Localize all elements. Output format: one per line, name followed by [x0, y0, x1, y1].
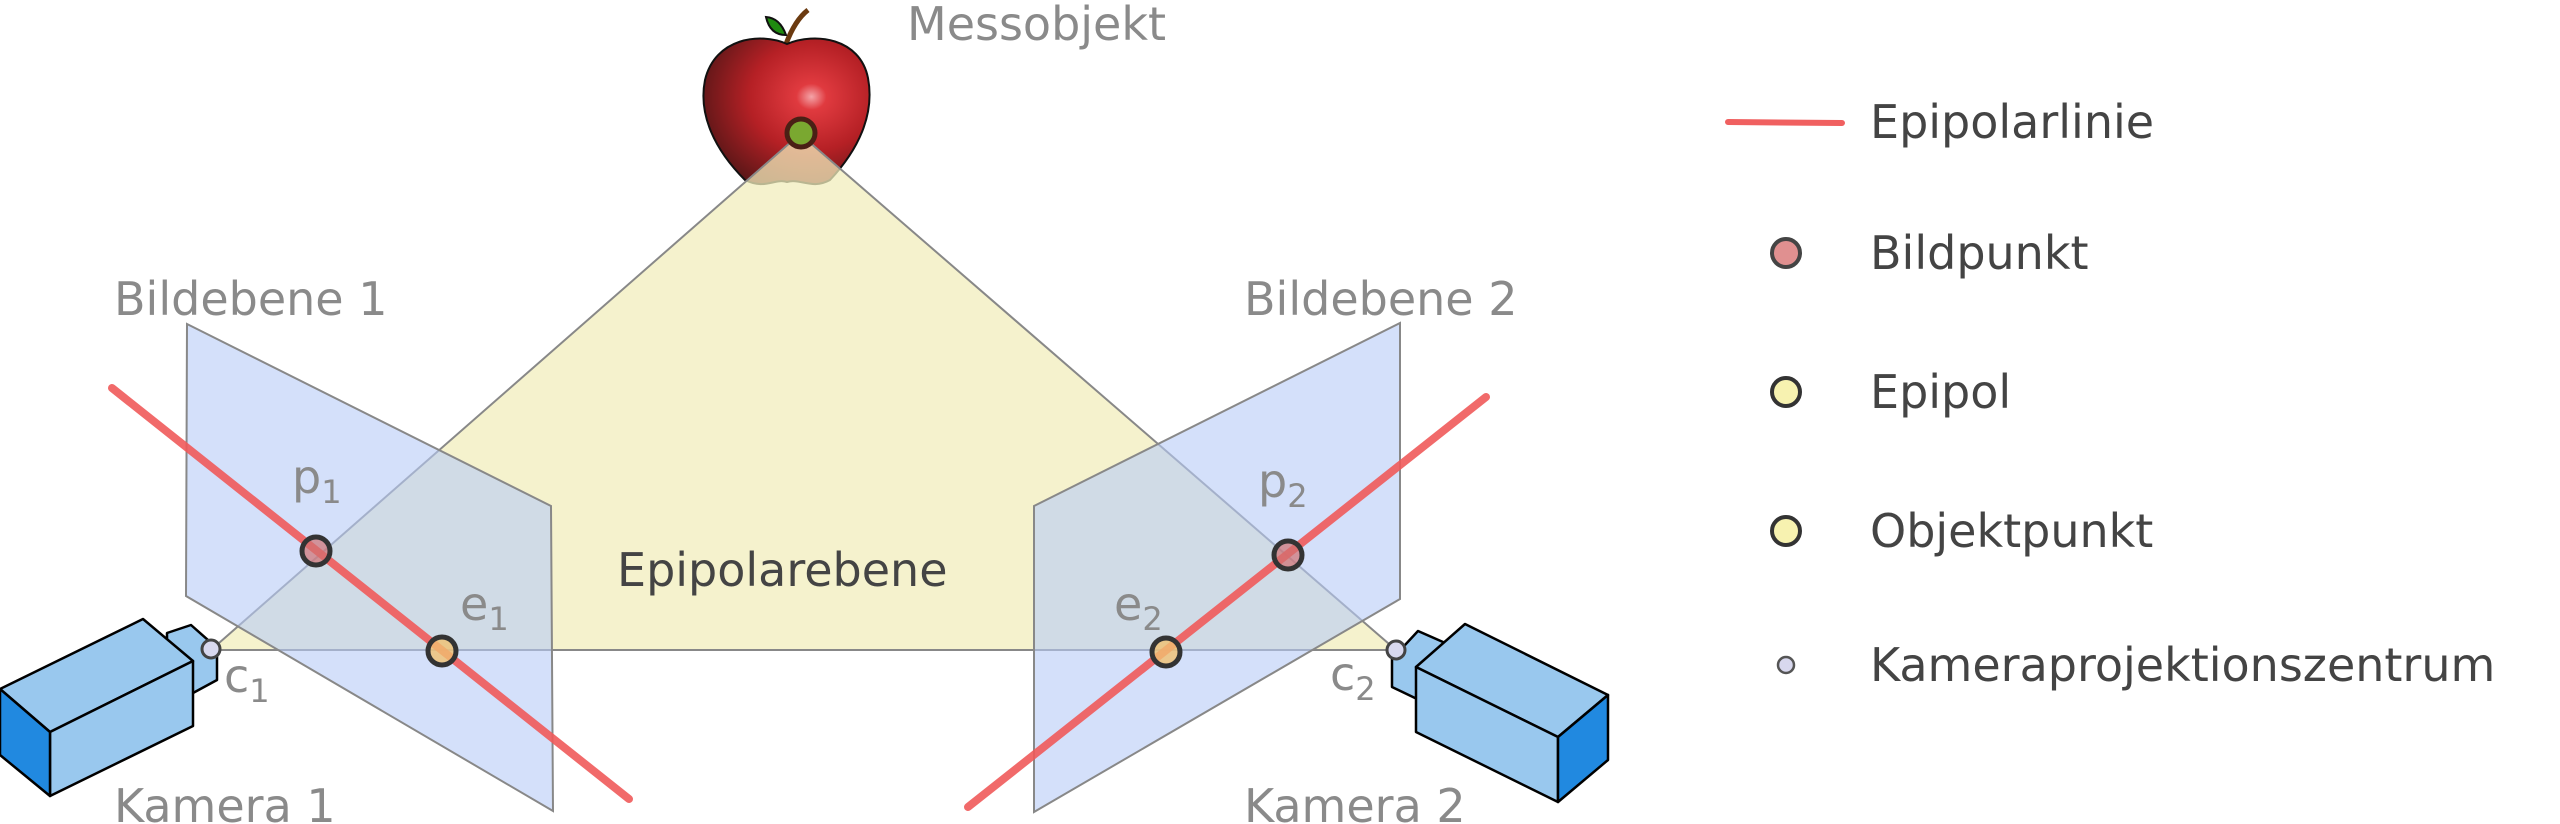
legend-image-point-icon: [1770, 237, 1802, 269]
camera-2-label: Kamera 2: [1244, 779, 1466, 824]
camera-2-icon: [1390, 622, 1610, 804]
epipole-e1: [425, 634, 459, 668]
epipolar-plane-label: Epipolarebene: [617, 543, 948, 597]
e2-label: e2: [1114, 577, 1163, 638]
camera-center-c2: [1385, 639, 1407, 661]
legend-label: Epipolarlinie: [1870, 95, 2154, 149]
legend-object-point-icon: [1770, 515, 1802, 547]
image-plane-1: [184, 322, 555, 813]
c1-label: c1: [224, 649, 270, 710]
image-point-p1: [299, 534, 333, 568]
epipolar-line-1: [108, 384, 633, 803]
image-plane-1-label: Bildebene 1: [114, 272, 387, 326]
legend-epipole-icon: [1770, 376, 1802, 408]
legend-label: Bildpunkt: [1870, 226, 2089, 280]
image-plane-2-label: Bildebene 2: [1244, 272, 1517, 326]
legend-line-icon: [1725, 119, 1845, 126]
legend-camera-center-icon: [1776, 655, 1796, 675]
c2-label: c2: [1330, 647, 1376, 708]
p1-label: p1: [292, 450, 342, 511]
epipolar-line-2: [964, 393, 1490, 811]
object-point: [784, 116, 818, 150]
image-point-p2: [1271, 538, 1305, 572]
legend-label: Kameraprojektionszentrum: [1870, 638, 2495, 692]
legend-label: Epipol: [1870, 365, 2011, 419]
camera-center-c1: [200, 638, 222, 660]
legend: Epipolarlinie Bildpunkt Epipol Objektpun…: [1725, 95, 2495, 692]
camera-1-label: Kamera 1: [114, 779, 336, 824]
e1-label: e1: [460, 577, 509, 638]
legend-label: Objektpunkt: [1870, 504, 2153, 558]
p2-label: p2: [1258, 454, 1308, 515]
object-label: Messobjekt: [907, 0, 1166, 51]
camera-1-icon: [0, 617, 219, 798]
epipole-e2: [1149, 635, 1183, 669]
image-plane-2: [1033, 321, 1401, 814]
